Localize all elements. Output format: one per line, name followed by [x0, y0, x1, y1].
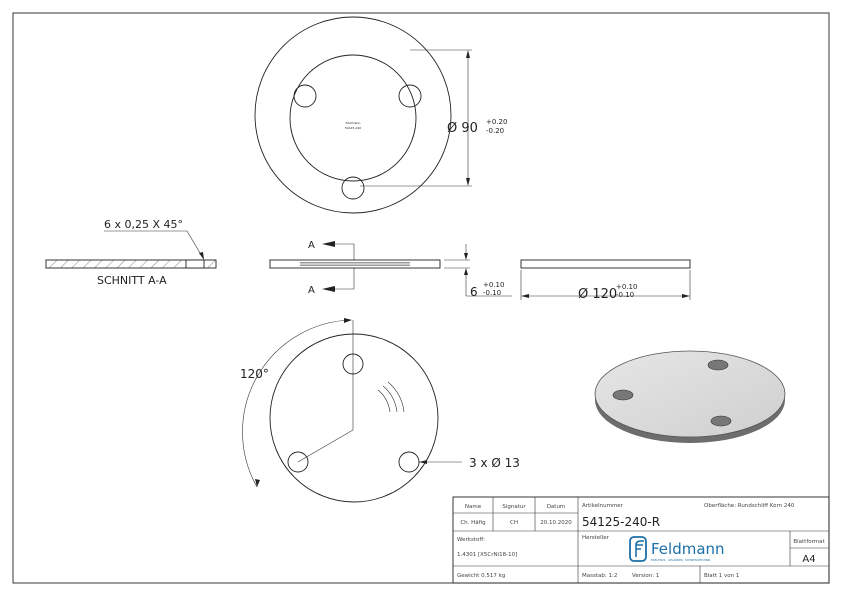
werkstoff-value: 1.4301 [X5CrNi18-10] [457, 552, 517, 558]
tolerance-minus: -0.20 [486, 127, 504, 135]
engraving-line: 54125-240 [345, 126, 361, 130]
signatur-header: Signatur [502, 504, 526, 510]
hole [293, 84, 317, 108]
werkstoff-label: Werkstoff: [457, 537, 485, 543]
hole [612, 389, 634, 401]
hole [398, 84, 422, 108]
title-block: Name Signatur Datum Ch. Häfig CH 20.10.2… [452, 496, 830, 584]
hole [710, 415, 732, 427]
name-value: Ch. Häfig [460, 520, 485, 526]
thickness-tol-minus: -0.10 [483, 289, 501, 297]
diameter-120-label: Ø 120 [578, 287, 617, 302]
front-view: A A 6 +0.10 -0.10 [269, 240, 512, 299]
holes-label: 3 x Ø 13 [469, 456, 520, 470]
tolerance-plus: +0.20 [486, 118, 507, 126]
hole [341, 176, 365, 200]
hersteller-label: Hersteller [582, 535, 610, 541]
feldmann-logo: Feldmann EDELSTAHL · GELÄNDER · SCHWEISS… [629, 536, 725, 562]
diameter-tol-plus: +0.10 [616, 283, 637, 291]
logo-tagline: EDELSTAHL · GELÄNDER · SCHWEISSTECHNIK [651, 557, 711, 562]
hole [287, 451, 309, 473]
artikelnummer-value: 54125-240-R [582, 515, 660, 529]
blatt: Blatt 1 von 1 [704, 573, 739, 579]
thickness-tol-plus: +0.10 [483, 281, 504, 289]
engraving-line: Feldmann [346, 121, 361, 125]
top-view: Feldmann 54125-240 Ø 90 +0.20 -0.20 [254, 16, 507, 214]
angle-label: 120° [240, 367, 269, 381]
diameter-90-label: Ø 90 [447, 121, 478, 136]
drawing-frame [12, 12, 830, 584]
datum-header: Datum [547, 504, 566, 510]
hole [398, 451, 420, 473]
bottom-view: 120° 3 x Ø 13 [240, 318, 520, 503]
outer-circle [254, 16, 452, 214]
oberflaeche: Oberfläche: Rundschliff Korn 240 [704, 503, 795, 509]
logo-text: Feldmann [651, 540, 725, 558]
blattformat-label: Blattformat [793, 539, 825, 545]
artikelnummer-label: Artikelnummer [582, 503, 624, 509]
thickness-label: 6 [470, 285, 478, 299]
section-title: SCHNITT A-A [97, 274, 167, 287]
hole [707, 359, 729, 371]
chamfer-label: 6 x 0,25 X 45° [104, 218, 183, 231]
section-view: 6 x 0,25 X 45° SCHNITT A-A [45, 218, 217, 287]
gewicht: Gewicht 0.517 kg [457, 573, 505, 579]
diameter-tol-minus: -0.10 [616, 291, 634, 299]
side-view: Ø 120 +0.10 -0.10 [520, 259, 691, 302]
inner-circle [289, 54, 417, 182]
cut-marker-top: A [308, 240, 315, 251]
version: Version: 1 [632, 573, 659, 579]
signatur-value: CH [510, 520, 518, 526]
cut-marker-bottom: A [308, 285, 315, 296]
massstab: Masstab: 1:2 [582, 573, 617, 579]
name-header: Name [465, 504, 482, 510]
datum-value: 20.10.2020 [540, 520, 572, 526]
isometric-view [594, 350, 786, 443]
blattformat-value: A4 [802, 554, 815, 565]
